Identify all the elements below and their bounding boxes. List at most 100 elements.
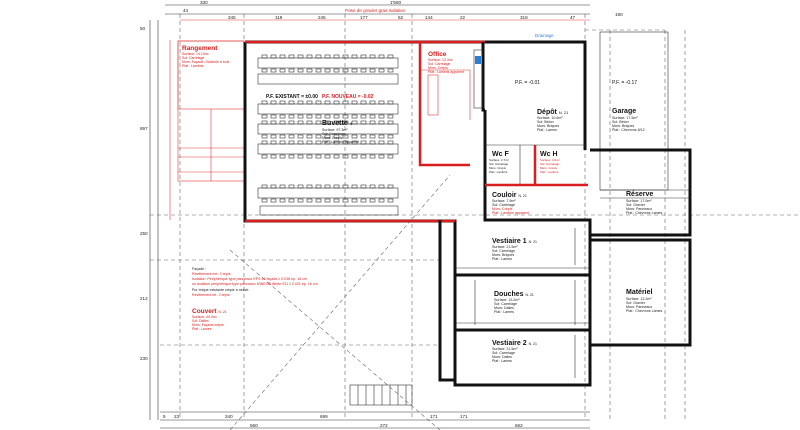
- room-materiel-details: Surface: 13.2m² Sol: Gravier Murs: Panne…: [626, 297, 663, 313]
- svg-text:52: 52: [398, 15, 404, 20]
- room-office-details: Surface: 13.3m² Sol: Carrelage Murs: Cré…: [428, 58, 464, 74]
- chair: [261, 68, 268, 73]
- chair: [360, 54, 367, 59]
- svg-text:345: 345: [228, 15, 236, 20]
- room-reserve-details: Surface: 17.0m² Sol: Gravier Murs: Panne…: [626, 199, 663, 215]
- svg-text:Plaf.: Chevrons Lames: Plaf.: Chevrons Lames: [626, 211, 663, 215]
- chair: [270, 184, 277, 189]
- chair: [342, 120, 349, 125]
- svg-text:144: 144: [425, 15, 433, 20]
- room-couvert-name: Couvert N. 21: [192, 308, 227, 315]
- chair: [279, 68, 286, 73]
- room-couloir-name: Couloir N. 21: [492, 192, 527, 199]
- svg-text:Surface: 2.7m²: Surface: 2.7m²: [489, 158, 509, 162]
- chair: [306, 184, 313, 189]
- chair: [261, 154, 268, 159]
- svg-text:Sol: Dalles: Sol: Dalles: [192, 319, 209, 323]
- chair: [351, 114, 358, 119]
- svg-text:212: 212: [140, 296, 148, 301]
- svg-text:171: 171: [430, 414, 438, 419]
- chair: [369, 114, 376, 119]
- chair: [342, 184, 349, 189]
- chair: [297, 140, 304, 145]
- chair: [324, 134, 331, 139]
- chair: [369, 54, 376, 59]
- chair: [378, 140, 385, 145]
- chair: [315, 100, 322, 105]
- chair: [333, 68, 340, 73]
- chair: [360, 140, 367, 145]
- top-dims: 44 345 119 245 177 52 144 22 318 47: [183, 8, 576, 20]
- chair: [315, 184, 322, 189]
- chair: [369, 140, 376, 145]
- svg-text:Surface: 97.3m²: Surface: 97.3m²: [322, 128, 348, 132]
- svg-text:Plaf.: Lames: Plaf.: Lames: [492, 257, 512, 261]
- room-office-name: Office: [428, 51, 447, 58]
- chair: [288, 198, 295, 203]
- chair: [297, 100, 304, 105]
- svg-text:Surface: 10.6m²: Surface: 10.6m²: [537, 116, 563, 120]
- chair: [297, 154, 304, 159]
- svg-text:699: 699: [320, 414, 328, 419]
- room-reserve-name: Réserve: [626, 191, 653, 198]
- chair: [288, 154, 295, 159]
- dimension-lines: [149, 4, 590, 429]
- chair: [288, 120, 295, 125]
- svg-text:Sol: Carrelage: Sol: Carrelage: [494, 302, 517, 306]
- svg-text:50: 50: [140, 26, 146, 31]
- chair: [378, 114, 385, 119]
- svg-text:245: 245: [318, 15, 326, 20]
- svg-text:560: 560: [250, 423, 258, 428]
- chair: [342, 154, 349, 159]
- chair: [333, 134, 340, 139]
- level-nouveau: P.F. NOUVEAU = -0.02: [322, 94, 374, 100]
- chair: [261, 198, 268, 203]
- chair: [270, 120, 277, 125]
- svg-text:Surface: 13.2m²: Surface: 13.2m²: [494, 298, 520, 302]
- svg-text:Revêtement int.: Crépis: Revêtement int.: Crépis: [192, 293, 230, 297]
- chair: [288, 68, 295, 73]
- chair: [342, 140, 349, 145]
- svg-text:Murs: Panneaux: Murs: Panneaux: [626, 207, 652, 211]
- chair: [360, 134, 367, 139]
- chair: [369, 100, 376, 105]
- svg-text:44: 44: [183, 8, 189, 13]
- chair: [333, 54, 340, 59]
- chair: [351, 100, 358, 105]
- buvette-furniture: [257, 54, 399, 216]
- svg-text:Surface: 13.2m²: Surface: 13.2m²: [626, 297, 652, 301]
- chair: [297, 68, 304, 73]
- chair: [342, 54, 349, 59]
- dim-top-left: 330: [200, 0, 208, 5]
- svg-text:340: 340: [225, 414, 233, 419]
- chair: [378, 120, 385, 125]
- chair: [261, 120, 268, 125]
- svg-text:Murs: Crépis: Murs: Crépis: [492, 207, 513, 211]
- chair: [270, 134, 277, 139]
- dim-top-total: 1'560: [390, 0, 402, 5]
- partitions: [474, 228, 576, 378]
- chair: [324, 114, 331, 119]
- chair: [306, 154, 313, 159]
- chair: [261, 54, 268, 59]
- chair: [288, 114, 295, 119]
- rangement-annex: [177, 40, 245, 182]
- room-garage-name: Garage: [612, 108, 636, 115]
- svg-text:Surface: 21.5m²: Surface: 21.5m²: [492, 347, 518, 351]
- svg-text:Murs: Briques: Murs: Briques: [537, 124, 559, 128]
- chair: [360, 184, 367, 189]
- svg-text:Sol: Carrelage: Sol: Carrelage: [182, 56, 204, 60]
- chair: [279, 154, 286, 159]
- chair: [342, 114, 349, 119]
- construction-lines: [150, 14, 800, 430]
- main-walls: [243, 40, 592, 387]
- room-rangement-details: Surface: 14.19m² Sol: Carrelage Murs: Fa…: [182, 52, 230, 68]
- chair: [369, 120, 376, 125]
- chair: [369, 68, 376, 73]
- chair: [333, 198, 340, 203]
- room-wcf-name: Wc F: [492, 151, 509, 158]
- svg-text:Pur brique existante crépie à: Pur brique existante crépie à neuve: [192, 288, 249, 292]
- chair: [324, 154, 331, 159]
- svg-text:Murs: Briques: Murs: Briques: [612, 124, 634, 128]
- svg-text:Plaf.: Lambris: Plaf.: Lambris: [182, 64, 204, 68]
